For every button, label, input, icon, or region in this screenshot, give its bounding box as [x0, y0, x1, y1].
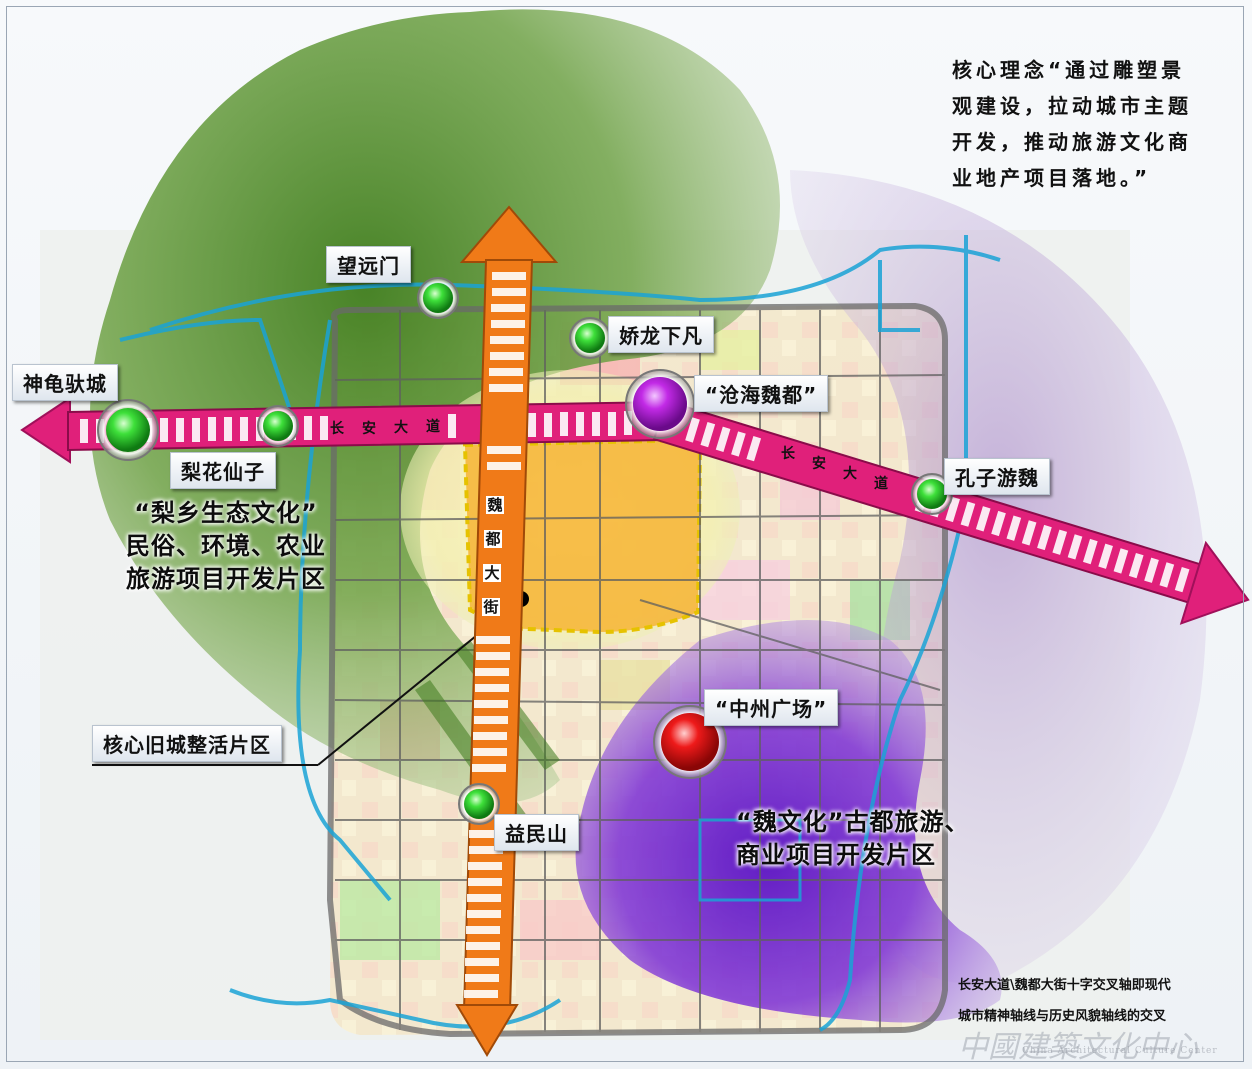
- changan-east-char-2: 安: [812, 456, 826, 472]
- label-canghai: “沧海魏都”: [694, 375, 829, 412]
- concept-line-1: 核心理念“通过雕塑景: [952, 58, 1186, 82]
- node-lihua: [257, 405, 299, 447]
- pear-zone-line-2: 民俗、环境、农业: [126, 532, 326, 560]
- pear-zone-line-1: “梨乡生态文化”: [134, 499, 318, 527]
- changan-west-char-2: 安: [362, 421, 376, 437]
- wei-zone-line-1: “魏文化”古都旅游、: [736, 808, 970, 836]
- changan-west-char-4: 道: [426, 419, 440, 435]
- node-yimin: [458, 783, 500, 825]
- node-shengui: [97, 399, 159, 461]
- label-lihua: 梨花仙子: [170, 452, 276, 489]
- changan-west-char-3: 大: [394, 420, 408, 436]
- watermark-subtitle: China Architectural Culture Center: [1022, 1046, 1218, 1056]
- changan-west-char-1: 长: [330, 421, 344, 437]
- watermark-logo: 中國建築文化中心: [958, 1030, 1198, 1065]
- axis-note-line-2: 城市精神轴线与历史风貌轴线的交叉: [958, 1009, 1167, 1024]
- road-grid: [326, 302, 948, 1038]
- weidu-char-1: 魏: [486, 496, 504, 514]
- weidu-char-4: 街: [482, 598, 500, 616]
- concept-text: 核心理念“通过雕塑景 观建设，拉动城市主题 开发，推动旅游文化商 业地产项目落地…: [952, 52, 1222, 196]
- label-shengui: 神龟驮城: [12, 364, 118, 401]
- picture-frame: [6, 6, 1244, 1062]
- concept-line-3: 开发，推动旅游文化商: [952, 130, 1192, 154]
- changan-east-char-3: 大: [843, 466, 857, 482]
- label-zhongzhou: “中州广场”: [704, 689, 839, 726]
- node-wangyuanmen: [417, 277, 459, 319]
- wei-zone-text: “魏文化”古都旅游、 商业项目开发片区: [736, 806, 970, 872]
- changan-east-char-4: 道: [874, 476, 888, 492]
- weidu-char-3: 大: [483, 564, 501, 582]
- label-core-old-city: 核心旧城整活片区: [92, 725, 282, 762]
- pear-zone-text: “梨乡生态文化” 民俗、环境、农业 旅游项目开发片区: [126, 497, 326, 596]
- node-kongzi: [911, 473, 953, 515]
- wei-zone-line-2: 商业项目开发片区: [736, 841, 936, 869]
- weidu-char-2: 都: [484, 530, 502, 548]
- node-canghai: [625, 369, 695, 439]
- label-yimin: 益民山: [494, 814, 579, 851]
- changan-east-char-1: 长: [781, 446, 795, 462]
- node-jiaolong: [569, 317, 611, 359]
- axis-note-line-1: 长安大道\魏都大街十字交叉轴即现代: [958, 978, 1171, 993]
- pear-zone-line-3: 旅游项目开发片区: [126, 565, 326, 593]
- concept-line-4: 业地产项目落地。”: [952, 166, 1152, 190]
- label-wangyuanmen: 望远门: [326, 246, 411, 283]
- label-jiaolong: 娇龙下凡: [608, 316, 714, 353]
- label-kongzi: 孔子游魏: [944, 458, 1050, 495]
- concept-line-2: 观建设，拉动城市主题: [952, 94, 1192, 118]
- axis-note: 长安大道\魏都大街十字交叉轴即现代 城市精神轴线与历史风貌轴线的交叉: [958, 970, 1171, 1032]
